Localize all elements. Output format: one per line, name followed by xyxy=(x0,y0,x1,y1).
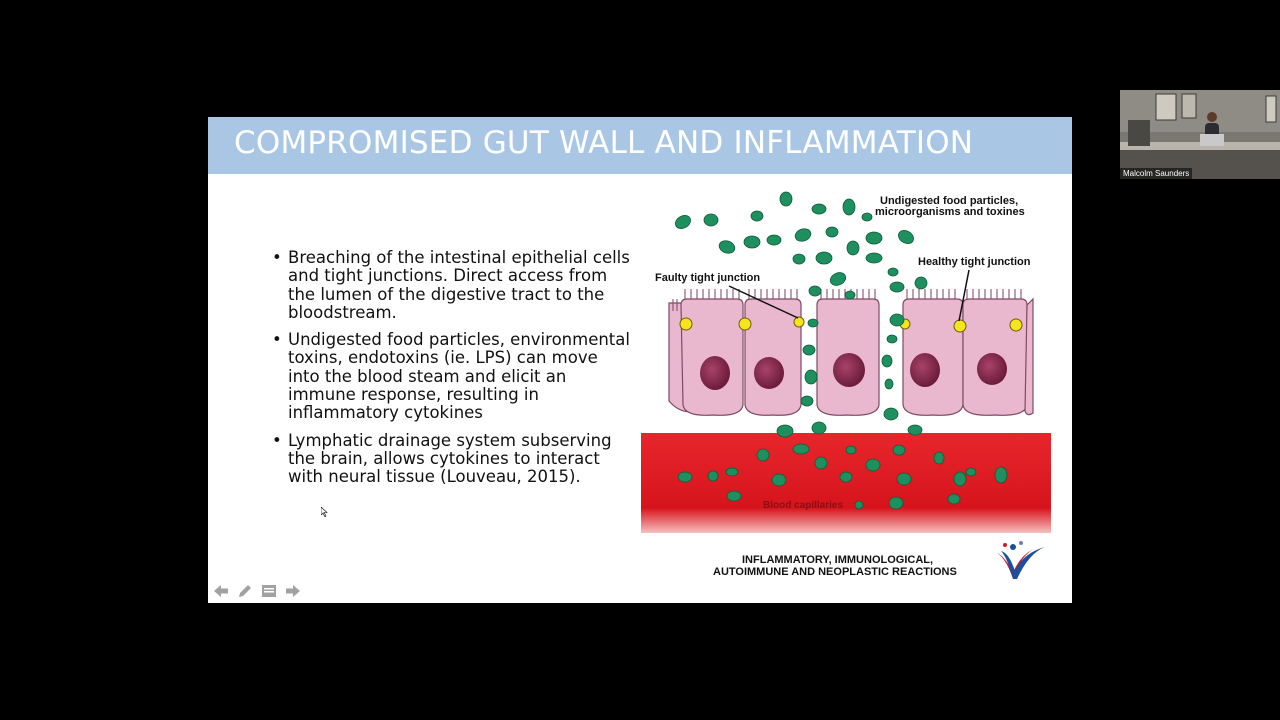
publisher-logo xyxy=(993,541,1045,579)
slides-menu-icon xyxy=(262,585,276,597)
slide-title-bar: COMPROMISED GUT WALL AND INFLAMMATION xyxy=(208,117,1072,174)
label-faulty-junction: Faulty tight junction xyxy=(655,272,760,284)
label-top-line1: Undigested food particles, xyxy=(880,195,1018,207)
slide-title: COMPROMISED GUT WALL AND INFLAMMATION xyxy=(234,125,974,161)
cell-nuclei xyxy=(700,353,1007,390)
pen-tool-button[interactable] xyxy=(236,582,254,600)
tight-junctions xyxy=(679,316,1023,333)
pen-icon xyxy=(239,585,251,597)
caption-line2: AUTOIMMUNE AND NEOPLASTIC REACTIONS xyxy=(713,566,957,578)
bullet-item: Lymphatic drainage system subserving the… xyxy=(272,431,634,487)
blood-capillary xyxy=(641,433,1051,533)
participant-name: Malcolm Saunders xyxy=(1120,168,1193,179)
caption-line1: INFLAMMATORY, IMMUNOLOGICAL, xyxy=(742,554,933,566)
participant-video-tile[interactable]: Malcolm Saunders xyxy=(1120,90,1280,179)
label-healthy-junction: Healthy tight junction xyxy=(918,256,1031,268)
webcam-feed xyxy=(1120,90,1280,179)
slide-controls xyxy=(212,582,302,600)
presentation-slide: COMPROMISED GUT WALL AND INFLAMMATION Br… xyxy=(208,117,1072,603)
arrow-right-icon xyxy=(286,585,300,597)
bullet-item: Breaching of the intestinal epithelial c… xyxy=(272,248,634,322)
next-slide-button[interactable] xyxy=(284,582,302,600)
slide-menu-button[interactable] xyxy=(260,582,278,600)
label-top-line2: microorganisms and toxines xyxy=(875,206,1025,218)
bullet-item: Undigested food particles, environmental… xyxy=(272,330,634,422)
previous-slide-button[interactable] xyxy=(212,582,230,600)
food-particles xyxy=(675,191,1008,510)
arrow-left-icon xyxy=(214,585,228,597)
microvilli xyxy=(672,289,1022,311)
bullet-list: Breaching of the intestinal epithelial c… xyxy=(272,248,634,496)
label-blood-capillaries: Blood capillaries xyxy=(763,500,843,511)
mouse-cursor-icon xyxy=(321,507,328,517)
gut-wall-diagram: Undigested food particles, microorganism… xyxy=(641,191,1051,579)
label-pointers xyxy=(728,269,970,322)
